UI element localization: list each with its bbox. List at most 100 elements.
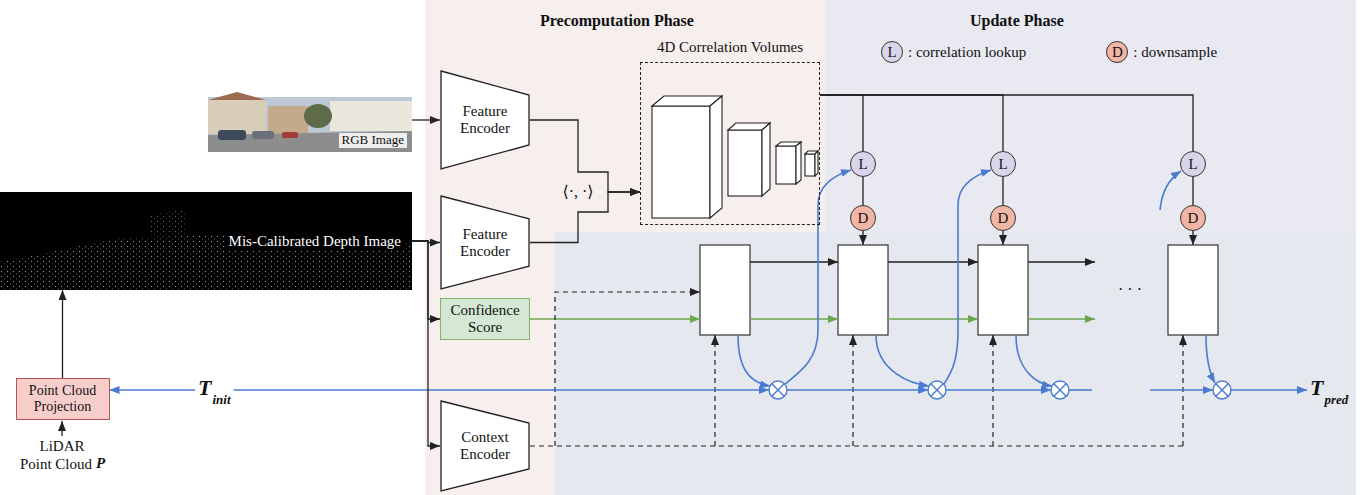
point-cloud-symbol: P xyxy=(96,455,105,472)
point-cloud-symbol: P xyxy=(96,454,105,472)
pose-subscript: init xyxy=(212,393,230,408)
compose-operator xyxy=(772,384,785,397)
lookup-circle: L xyxy=(990,151,1016,177)
hidden-state-arrow xyxy=(750,261,838,262)
context-dashed-line xyxy=(555,292,700,446)
connector xyxy=(820,95,863,151)
confidence-line xyxy=(750,318,838,320)
rgb-photo xyxy=(330,101,412,131)
depth-image xyxy=(0,192,412,290)
connector xyxy=(820,95,1003,151)
node-label: Context Encoder xyxy=(454,429,516,463)
input-label: LiDAR xyxy=(40,438,85,455)
rgb-photo xyxy=(208,92,266,100)
pose-update-line xyxy=(234,389,769,391)
legend-symbol: D xyxy=(1112,45,1123,60)
lookup-circle: L xyxy=(850,151,876,177)
phase-background xyxy=(555,232,1356,495)
pose-update-line xyxy=(1231,389,1307,391)
rgb-photo xyxy=(208,97,412,152)
connector xyxy=(412,119,440,120)
legend-text: : correlation lookup xyxy=(908,44,1026,61)
correlation-cubes xyxy=(652,106,710,218)
input-label: Point Cloud xyxy=(20,456,92,473)
pose-symbol: T xyxy=(1310,376,1323,401)
pose-subscript: init xyxy=(212,390,230,408)
correlation-cubes xyxy=(815,151,818,176)
confidence-line xyxy=(888,318,978,320)
pose-update-line xyxy=(944,170,991,384)
lookup-circle: L xyxy=(1180,151,1206,177)
context-dashed-line xyxy=(530,292,1183,446)
correlation-cubes xyxy=(728,130,762,196)
compose-operator xyxy=(1216,384,1229,397)
rgb-photo xyxy=(218,130,246,140)
node-label: D xyxy=(858,211,869,226)
phase-panel: Precomputation PhaseFeature EncoderFeatu… xyxy=(425,0,825,495)
node-label: D xyxy=(1188,211,1199,226)
update-block xyxy=(838,245,888,335)
pose-update-line xyxy=(1016,335,1052,386)
depth-image: Mis-Calibrated Depth Image xyxy=(0,192,412,290)
correlation-cubes xyxy=(652,96,818,218)
update-block xyxy=(1168,245,1218,335)
connector xyxy=(530,120,640,192)
confidence-line xyxy=(1028,318,1095,320)
ellipsis: · · · xyxy=(1118,281,1142,299)
compose-operator xyxy=(769,381,1231,399)
connector xyxy=(412,241,440,319)
node-label: Feature Encoder xyxy=(454,226,516,260)
legend-symbol: L xyxy=(887,45,896,60)
rgb-photo xyxy=(208,100,266,134)
confidence-line xyxy=(530,318,1095,320)
compose-operator xyxy=(1213,381,1231,399)
legend-text: : downsample xyxy=(1133,44,1217,61)
encoder-trapezoid: Feature Encoder xyxy=(440,70,530,170)
connector xyxy=(1002,177,1003,205)
confidence-box: Confidence Score xyxy=(440,298,530,340)
pose-symbol: T xyxy=(198,376,211,401)
downsample-circle: D xyxy=(990,205,1016,231)
correlation-cubes xyxy=(762,123,770,196)
pose-update-line xyxy=(110,389,1308,391)
pose-subscript: pred xyxy=(1324,393,1348,408)
correlation-volume-box: 4D Correlation Volumes xyxy=(640,62,820,225)
update-block xyxy=(978,245,1028,335)
encoder-trapezoid: Feature Encoder xyxy=(440,195,530,290)
rgb-photo xyxy=(268,106,308,134)
pose-update-line xyxy=(785,170,851,384)
inner-product-symbol: ⟨·, ·⟩ xyxy=(562,183,593,201)
pose-update-line xyxy=(946,389,1051,391)
rgb-photo xyxy=(304,104,332,128)
legend-swatch: L xyxy=(881,41,903,63)
node-label: Precomputation Phase xyxy=(540,12,694,30)
correlation-cubes xyxy=(796,142,801,184)
legend: L : correlation lookup D : downsample xyxy=(881,41,1297,63)
depth-image xyxy=(0,192,412,290)
pose-symbol: T xyxy=(1310,376,1323,401)
downsample-circle: D xyxy=(1180,205,1206,231)
compose-operator xyxy=(928,381,946,399)
legend-item: D : downsample xyxy=(1106,41,1217,63)
rgb-photo xyxy=(208,131,412,152)
downsample-circle: D xyxy=(850,205,876,231)
hidden-state-arrow xyxy=(1028,261,1095,262)
pose-update-line xyxy=(738,170,1215,390)
rgb-photo xyxy=(282,132,298,138)
hidden-state-arrow xyxy=(62,231,1193,436)
node-label: Mis-Calibrated Depth Image xyxy=(226,232,404,251)
node-label: L xyxy=(858,157,867,172)
legend-swatch: D xyxy=(1106,41,1128,63)
node-label: Feature Encoder xyxy=(454,103,516,137)
hidden-state-arrow xyxy=(862,231,863,245)
node-label: Confidence Score xyxy=(447,302,523,336)
hidden-state-arrow xyxy=(61,421,62,436)
trapezoid-outline xyxy=(441,71,529,169)
pose-update-line xyxy=(876,335,929,386)
node-label: 4D Correlation Volumes xyxy=(657,39,803,56)
node-label: RGB Image xyxy=(339,133,407,148)
